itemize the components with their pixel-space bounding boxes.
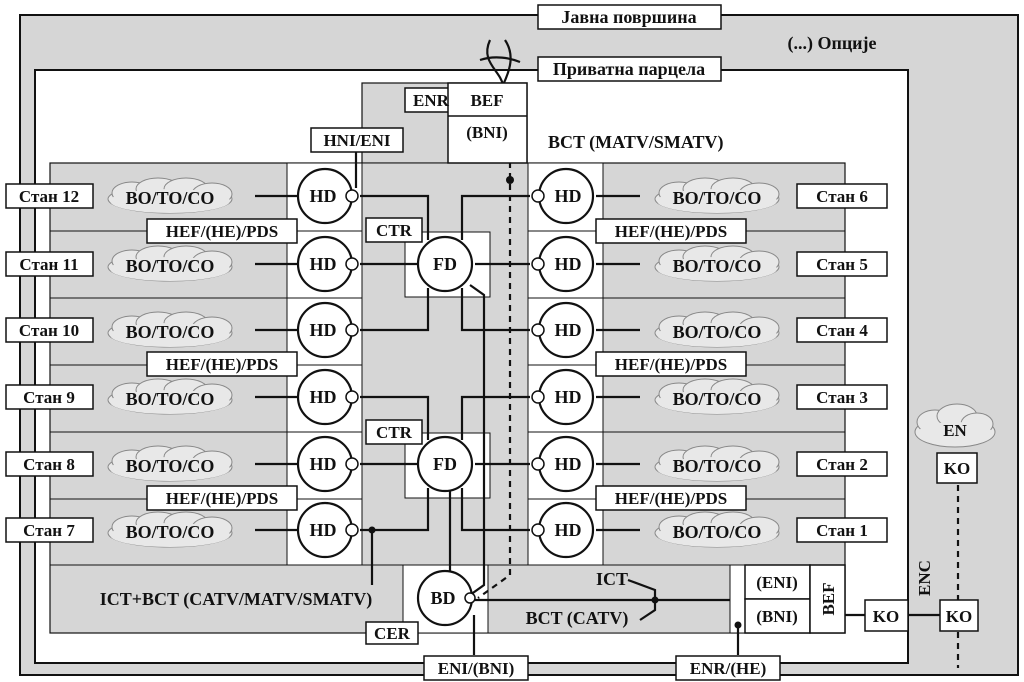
- bct-matv-junction: [506, 176, 514, 184]
- hd-label: HD: [555, 320, 582, 340]
- apartment-right-6: Стан 6: [816, 187, 868, 206]
- boto-label: BO/TO/CO: [673, 256, 762, 276]
- right-riser: [527, 162, 604, 566]
- bef-top-label: BEF: [470, 91, 503, 110]
- ctr-upper-label: CTR: [376, 221, 413, 240]
- bef-side-label: BEF: [819, 582, 838, 615]
- boto-label: BO/TO/CO: [126, 256, 215, 276]
- fd-upper-label: FD: [433, 254, 457, 274]
- label-boxes: [5, 4, 979, 681]
- boto-label: BO/TO/CO: [673, 522, 762, 542]
- hd-label: HD: [310, 454, 337, 474]
- enr-label: ENR: [413, 91, 450, 110]
- apartment-left-9: Стан 9: [23, 388, 75, 407]
- apartment-right-4: Стан 4: [816, 321, 868, 340]
- boto-label: BO/TO/CO: [673, 389, 762, 409]
- bct-matv-label: BCT (MATV/SMATV): [548, 132, 724, 153]
- boto-left-labels: BO/TO/CO BO/TO/CO BO/TO/CO BO/TO/CO BO/T…: [126, 188, 215, 542]
- boto-label: BO/TO/CO: [126, 188, 215, 208]
- ctr-lower-label: CTR: [376, 423, 413, 442]
- hd-label: HD: [555, 454, 582, 474]
- boto-label: BO/TO/CO: [673, 188, 762, 208]
- enr-he-label: ENR/(HE): [690, 659, 767, 678]
- hef-label: HEF/(HE)/PDS: [166, 489, 278, 508]
- cer-label: CER: [374, 624, 411, 643]
- dashed-lines: [477, 140, 960, 668]
- fd-lower-node: [416, 435, 474, 493]
- wiring: [255, 39, 940, 655]
- apartment-left-7: Стан 7: [23, 521, 75, 540]
- hd-label: HD: [555, 387, 582, 407]
- en-label: EN: [943, 421, 967, 440]
- boto-label: BO/TO/CO: [673, 322, 762, 342]
- eni-bni-label: ENI/(BNI): [438, 659, 515, 678]
- boto-label: BO/TO/CO: [126, 522, 215, 542]
- hef-label: HEF/(HE)/PDS: [615, 489, 727, 508]
- boto-label: BO/TO/CO: [126, 322, 215, 342]
- bct-catv-label: BCT (CATV): [526, 608, 629, 629]
- hef-labels: HEF/(HE)/PDS HEF/(HE)/PDS HEF/(HE)/PDS H…: [166, 222, 727, 508]
- left-riser: [286, 162, 363, 566]
- hef-label: HEF/(HE)/PDS: [615, 222, 727, 241]
- hd-label: HD: [310, 387, 337, 407]
- boto-label: BO/TO/CO: [126, 389, 215, 409]
- boto-label: BO/TO/CO: [673, 456, 762, 476]
- apartment-right-1: Стан 1: [816, 521, 868, 540]
- hd-label: HD: [310, 520, 337, 540]
- hd-label: HD: [555, 520, 582, 540]
- bni-paren-label: (BNI): [756, 607, 798, 626]
- apartment-right-2: Стан 2: [816, 455, 868, 474]
- riser-separators: [287, 230, 603, 500]
- hd-label: HD: [555, 186, 582, 206]
- ict-bct-split-dot: [651, 596, 659, 604]
- private-plot-label: Приватна парцела: [553, 59, 705, 79]
- ko-top-label: KO: [944, 459, 970, 478]
- hd-labels: HD HD HD HD HD HD HD HD HD HD HD HD: [310, 186, 582, 540]
- boto-right-labels: BO/TO/CO BO/TO/CO BO/TO/CO BO/TO/CO BO/T…: [673, 188, 762, 542]
- ict-bct-junction: [368, 526, 376, 534]
- fd-upper-node: [416, 235, 474, 293]
- boto-label: BO/TO/CO: [126, 456, 215, 476]
- hd-label: HD: [310, 320, 337, 340]
- options-label: (...) Опције: [787, 33, 876, 54]
- public-area-label: Јавна површина: [561, 7, 696, 27]
- bni-top-label: (BNI): [466, 123, 508, 142]
- apartment-left-12: Стан 12: [19, 187, 79, 206]
- enr-he-junction: [734, 621, 742, 629]
- apartment-left-10: Стан 10: [19, 321, 79, 340]
- eni-paren-label: (ENI): [756, 573, 798, 592]
- hef-label: HEF/(HE)/PDS: [166, 355, 278, 374]
- apartment-right-5: Стан 5: [816, 255, 868, 274]
- apartment-left-11: Стан 11: [19, 255, 78, 274]
- en-cloud: [914, 403, 996, 448]
- ict-bct-label: ICT+BCT (CATV/MATV/SMATV): [100, 589, 372, 610]
- apartment-right-3: Стан 3: [816, 388, 868, 407]
- hd-right-group: [531, 167, 595, 559]
- hd-label: HD: [310, 186, 337, 206]
- hd-left-group: [296, 167, 359, 559]
- hd-label: HD: [555, 254, 582, 274]
- ko-right-label: KO: [946, 607, 972, 626]
- enc-label: ENC: [915, 560, 934, 596]
- hef-label: HEF/(HE)/PDS: [166, 222, 278, 241]
- apartment-left-8: Стан 8: [23, 455, 75, 474]
- hd-label: HD: [310, 254, 337, 274]
- bd-label: BD: [430, 588, 455, 608]
- ko-left-label: KO: [873, 607, 899, 626]
- hef-label: HEF/(HE)/PDS: [615, 355, 727, 374]
- hni-eni-label: HNI/ENI: [323, 131, 390, 150]
- fd-lower-label: FD: [433, 454, 457, 474]
- ict-label: ICT: [596, 569, 628, 589]
